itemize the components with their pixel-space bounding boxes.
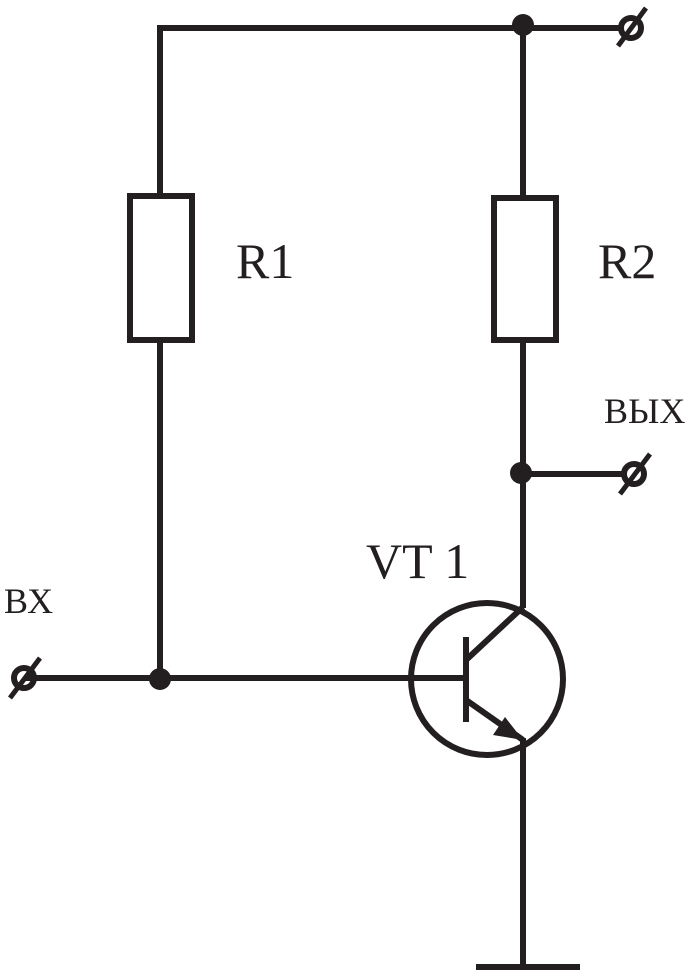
junction-dot-top (512, 14, 534, 36)
output-label: ВЫХ (604, 391, 685, 431)
transistor-collector-lead (463, 604, 526, 663)
transistor-body (408, 600, 566, 758)
r2-label: R2 (598, 233, 656, 289)
resistor-r2 (491, 195, 559, 343)
transistor-label: VT 1 (366, 533, 469, 589)
r1-label: R1 (236, 233, 294, 289)
input-terminal-icon[interactable] (8, 656, 42, 700)
supply-terminal-icon[interactable] (615, 6, 649, 48)
resistor-r1 (127, 193, 195, 343)
output-terminal-icon[interactable] (618, 452, 652, 496)
transistor-vt1 (408, 600, 566, 758)
emitter-arrow-icon (493, 717, 523, 740)
junction-dot-output (510, 462, 532, 484)
junction-dot-input (149, 668, 171, 690)
input-label: ВХ (4, 581, 53, 621)
